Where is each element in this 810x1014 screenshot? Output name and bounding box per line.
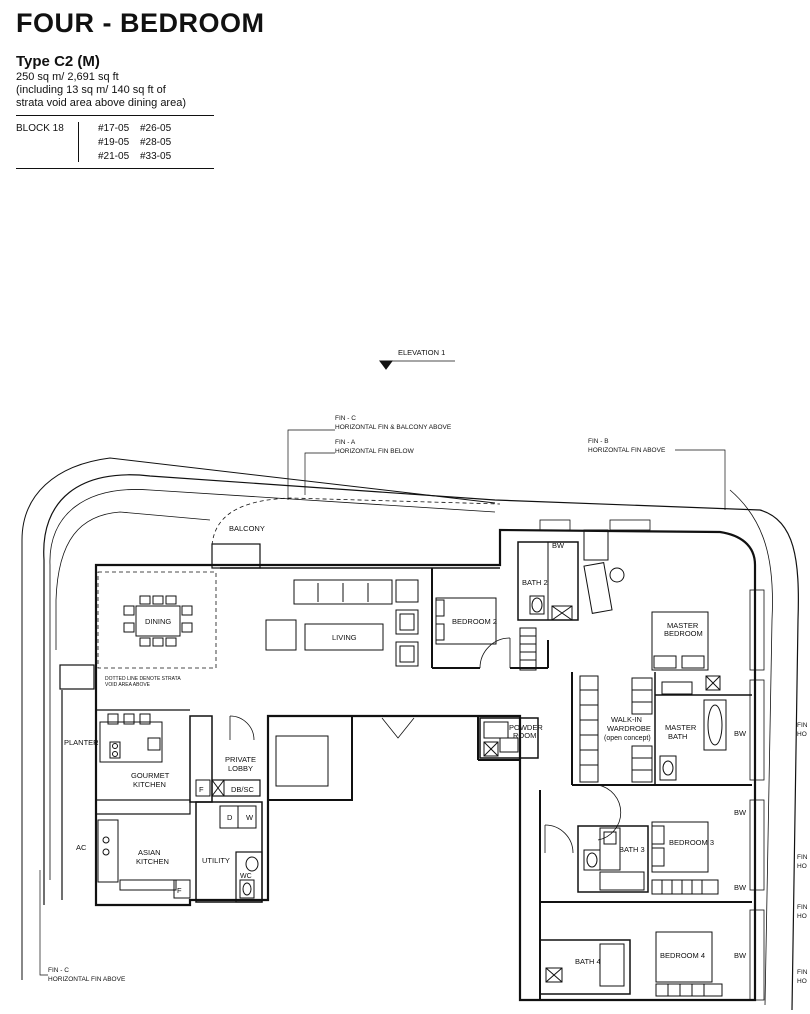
unit-number: #19-05 <box>98 137 130 148</box>
private-lobby-label: PRIVATE <box>225 755 256 764</box>
fin-b-desc: HORIZONTAL FIN ABOVE <box>588 447 666 454</box>
asian-kitchen-label: ASIAN <box>138 848 161 857</box>
outer-fin-curve <box>43 474 799 1011</box>
edge-fin-label: FIN <box>797 969 808 976</box>
bw-label: BW <box>734 808 747 817</box>
asian-kitchen-label: KITCHEN <box>136 857 169 866</box>
dbsc-label: DB/SC <box>231 785 255 794</box>
walkin-label: WARDROBE <box>607 724 651 733</box>
balcony-edge <box>55 511 211 650</box>
unit-number: #28-05 <box>140 137 172 148</box>
unit-number: #21-05 <box>98 151 130 162</box>
edge-fin-label: FIN <box>797 854 808 861</box>
fin-b-curve <box>729 489 773 1006</box>
bw-label: BW <box>734 951 747 960</box>
elevation-label: ELEVATION 1 <box>398 348 445 357</box>
unit-number: #26-05 <box>140 123 172 134</box>
unit-number: #33-05 <box>140 151 172 162</box>
area-line-2: (including 13 sq m/ 140 sq ft of <box>16 84 166 96</box>
unit-type: Type C2 (M) <box>16 53 100 70</box>
apartment-outline <box>94 528 757 1002</box>
header-rule-bottom <box>16 168 214 169</box>
master-bedroom-label: BEDROOM <box>664 629 703 638</box>
bw-label: BW <box>552 541 565 550</box>
unit-number: #17-05 <box>98 123 130 134</box>
block-separator <box>78 122 79 162</box>
bw-label: BW <box>734 729 747 738</box>
f-label: F <box>177 886 182 895</box>
d-label: D <box>227 813 233 822</box>
void-note: VOID AREA ABOVE <box>105 682 151 688</box>
w-label: W <box>246 813 254 822</box>
bath3-label: BATH 3 <box>619 845 645 854</box>
edge-fin-label: FIN <box>797 904 808 911</box>
bedroom4-label: BEDROOM 4 <box>660 951 705 960</box>
master-bedroom-label: MASTER <box>667 621 699 630</box>
edge-ho-label: HO <box>797 731 807 738</box>
block-label: BLOCK 18 <box>16 123 64 134</box>
bath2-label: BATH 2 <box>522 578 548 587</box>
fin-b-label: FIN - B <box>588 438 609 445</box>
ac-label: AC <box>76 843 87 852</box>
edge-ho-label: HO <box>797 978 807 985</box>
fin-c-curve <box>21 457 496 980</box>
edge-ho-label: HO <box>797 863 807 870</box>
living-label: LIVING <box>332 633 357 642</box>
powder-room-label: POWDER <box>509 723 543 732</box>
master-bath-label: MASTER <box>665 723 697 732</box>
area-line-3: strata void area above dining area) <box>16 97 186 109</box>
area-line-1: 250 sq m/ 2,691 sq ft <box>16 71 119 83</box>
f-label: F <box>199 785 204 794</box>
edge-fin-label: FIN <box>797 722 808 729</box>
elevation-arrow-icon <box>379 360 393 370</box>
walkin-label: WALK-IN <box>611 715 642 724</box>
planter-label: PLANTER <box>64 738 99 747</box>
walkin-label: (open concept) <box>604 735 651 742</box>
fin-c-desc: HORIZONTAL FIN & BALCONY ABOVE <box>335 424 452 431</box>
bath4-label: BATH 4 <box>575 957 601 966</box>
wc-label: WC <box>240 873 252 880</box>
fin-c-bottom-desc: HORIZONTAL FIN ABOVE <box>48 976 126 983</box>
master-bath-label: BATH <box>668 732 687 741</box>
bw-label: BW <box>734 883 747 892</box>
gourmet-kitchen-label: GOURMET <box>131 771 170 780</box>
header-rule-top <box>16 115 214 116</box>
fin-a-desc: HORIZONTAL FIN BELOW <box>335 448 415 455</box>
bedroom2-label: BEDROOM 2 <box>452 617 497 626</box>
bedroom3-label: BEDROOM 3 <box>669 838 714 847</box>
balcony-label: BALCONY <box>229 524 265 533</box>
edge-ho-label: HO <box>797 913 807 920</box>
fin-a-label: FIN - A <box>335 439 356 446</box>
inner-fin-curve <box>49 489 496 880</box>
fin-c-label: FIN - C <box>335 415 356 422</box>
gourmet-kitchen-label: KITCHEN <box>133 780 166 789</box>
page-title: FOUR - BEDROOM <box>16 8 265 38</box>
void-note: DOTTED LINE DENOTE STRATA <box>105 676 181 682</box>
balcony-outline <box>211 497 501 546</box>
utility-label: UTILITY <box>202 856 230 865</box>
private-lobby-label: LOBBY <box>228 764 253 773</box>
dining-label: DINING <box>145 617 171 626</box>
fin-c-bottom-label: FIN - C <box>48 967 69 974</box>
powder-room-label: ROOM <box>513 731 536 740</box>
